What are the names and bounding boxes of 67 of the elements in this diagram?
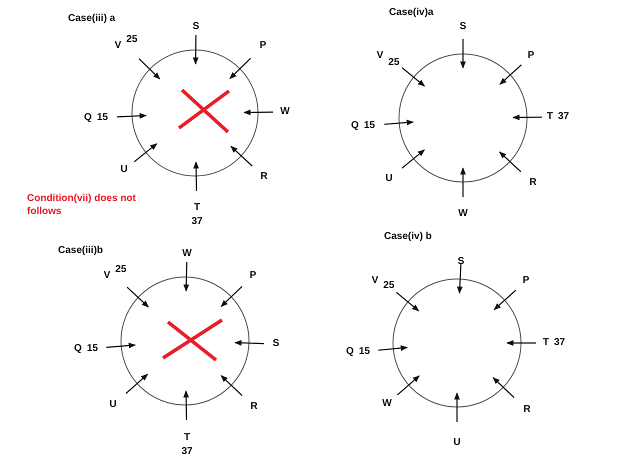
seating-circle	[120, 276, 250, 406]
age-label: 37	[181, 447, 193, 457]
person-name: V	[104, 271, 110, 281]
age-label: 25	[388, 58, 400, 68]
age-label: 37	[191, 217, 203, 227]
age-label: 25	[383, 281, 394, 291]
person-name: P	[528, 51, 534, 61]
case-title: Case(iii) a	[68, 12, 116, 25]
direction-arrow	[512, 114, 542, 120]
age-label: 15	[358, 347, 370, 357]
person-name: R	[260, 172, 268, 182]
person-name: U	[109, 400, 117, 410]
person-name: P	[260, 41, 266, 51]
person-name: P	[250, 271, 256, 281]
person-name: V	[376, 51, 384, 61]
seating-circle	[132, 50, 258, 176]
direction-arrow	[234, 340, 264, 346]
age-label: 37	[558, 112, 570, 122]
direction-arrow	[460, 167, 466, 197]
direction-arrow	[183, 262, 190, 292]
seating-circle	[392, 278, 522, 408]
direction-arrow	[454, 392, 460, 422]
direction-arrow	[499, 152, 522, 172]
direction-arrow	[117, 112, 147, 119]
person-name: R	[529, 178, 537, 188]
person-name: U	[453, 438, 461, 448]
direction-arrow	[460, 39, 466, 69]
direction-arrow	[456, 264, 463, 294]
person-name: R	[523, 405, 531, 415]
person-name: T	[546, 112, 553, 122]
person-name: W	[458, 209, 468, 219]
person-name: U	[385, 174, 393, 184]
person-name: T	[194, 203, 200, 213]
person-name: U	[120, 165, 128, 175]
person-name: Q	[74, 344, 82, 354]
case-title: Case(iii)b	[58, 244, 104, 257]
direction-arrow	[183, 390, 189, 420]
direction-arrow	[193, 161, 199, 192]
person-name: T	[542, 338, 549, 348]
person-name: W	[182, 249, 192, 259]
direction-arrow	[192, 35, 199, 65]
person-name: Q	[84, 113, 92, 123]
age-label: 15	[86, 344, 98, 354]
person-name: S	[272, 339, 280, 349]
direction-arrow	[243, 110, 273, 116]
seating-circle	[398, 54, 528, 182]
case-title: Case(iv)a	[389, 6, 434, 19]
condition-note: Condition(vii) does not follows	[27, 192, 137, 218]
person-name: S	[458, 257, 464, 267]
age-label: 15	[96, 113, 108, 123]
person-name: Q	[351, 121, 359, 131]
person-name: R	[250, 402, 258, 412]
direction-arrow	[506, 340, 536, 346]
person-name: W	[280, 107, 290, 117]
person-name: S	[460, 22, 466, 32]
person-name: P	[522, 276, 530, 286]
age-label: 25	[115, 265, 126, 275]
case-title: Case(iv) b	[384, 230, 432, 243]
person-name: Q	[346, 347, 354, 357]
person-name: T	[184, 433, 190, 443]
age-label: 37	[554, 338, 566, 348]
age-label: 15	[364, 121, 375, 131]
person-name: V	[114, 41, 122, 51]
age-label: 25	[126, 35, 138, 45]
person-name: W	[382, 399, 392, 409]
person-name: V	[372, 276, 378, 286]
person-name: S	[192, 22, 200, 32]
